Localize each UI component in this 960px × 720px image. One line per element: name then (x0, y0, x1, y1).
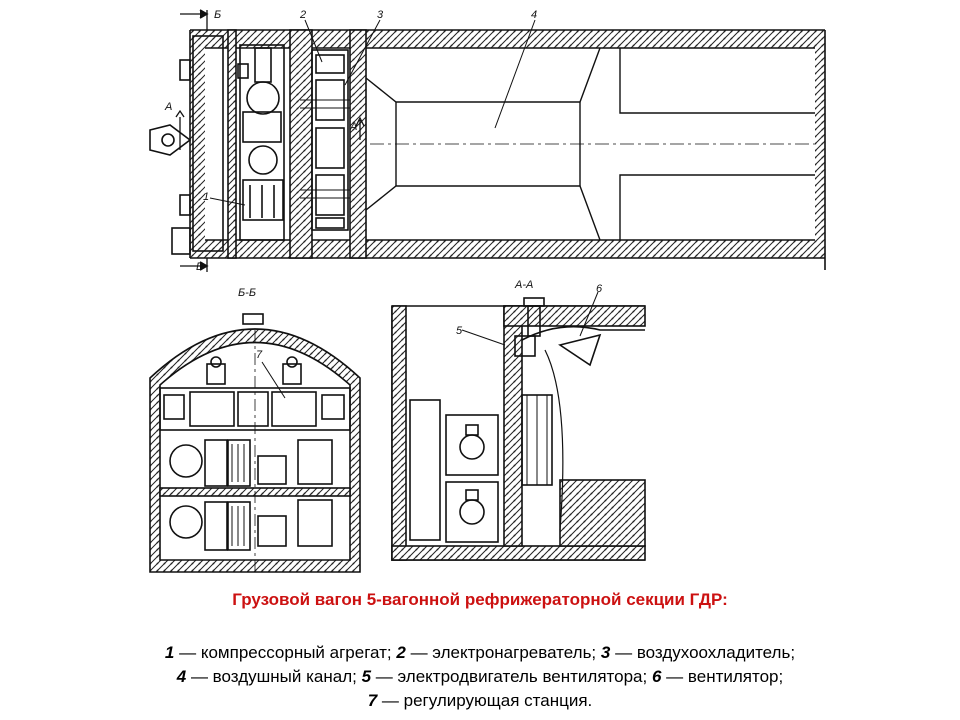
callout-7: 7 (256, 349, 263, 361)
callout-3: 3 (377, 9, 384, 21)
coupler (149, 59, 192, 255)
legend-line-2: 4 — воздушный канал; 5 — электродвигател… (176, 667, 784, 686)
legend-text: воздухоохладитель; (636, 643, 796, 662)
section-a-a-title: А-А (514, 279, 533, 291)
refrigerator-car-drawing: Б Б А А 2 3 4 1 (149, 9, 826, 573)
compressor-unit (237, 44, 285, 241)
callout-5: 5 (456, 325, 463, 337)
legend-line-3: 7 — регулирующая станция. (367, 691, 593, 710)
figure-title: Грузовой вагон 5-вагонной рефрижераторно… (232, 590, 728, 609)
plan-view (149, 9, 826, 272)
legend-num: 7 (367, 691, 378, 710)
legend-text: регулирующая станция. (403, 691, 593, 710)
legend-text: электродвигатель вентилятора; (397, 667, 648, 686)
callout-6: 6 (596, 283, 603, 295)
callout-4: 4 (531, 9, 537, 21)
section-a-a (391, 291, 646, 561)
legend-num: 1 (164, 643, 175, 662)
section-mark-b-bottom: Б (196, 261, 203, 273)
legend-num: 3 (600, 643, 611, 662)
section-mark-b-top: Б (214, 9, 221, 21)
legend-num: 5 (361, 667, 372, 686)
legend-num: 4 (176, 667, 187, 686)
section-mark-a-left: А (164, 101, 172, 113)
legend-num: 6 (651, 667, 662, 686)
air-duct (365, 47, 815, 241)
legend-text: воздушный канал; (212, 667, 357, 686)
legend-text: вентилятор; (687, 667, 784, 686)
heater-and-cooler (300, 49, 350, 231)
legend-line-1: 1 — компрессорный агрегат; 2 — электрона… (164, 643, 796, 662)
callout-1: 1 (203, 191, 209, 203)
section-mark-a-right: А (349, 121, 357, 133)
callout-2: 2 (299, 9, 306, 21)
section-b-b-title: Б-Б (238, 287, 256, 299)
section-b-b (149, 313, 361, 573)
legend-text: компрессорный агрегат; (200, 643, 392, 662)
legend-num: 2 (396, 643, 406, 662)
legend-text: электронагреватель; (432, 643, 597, 662)
